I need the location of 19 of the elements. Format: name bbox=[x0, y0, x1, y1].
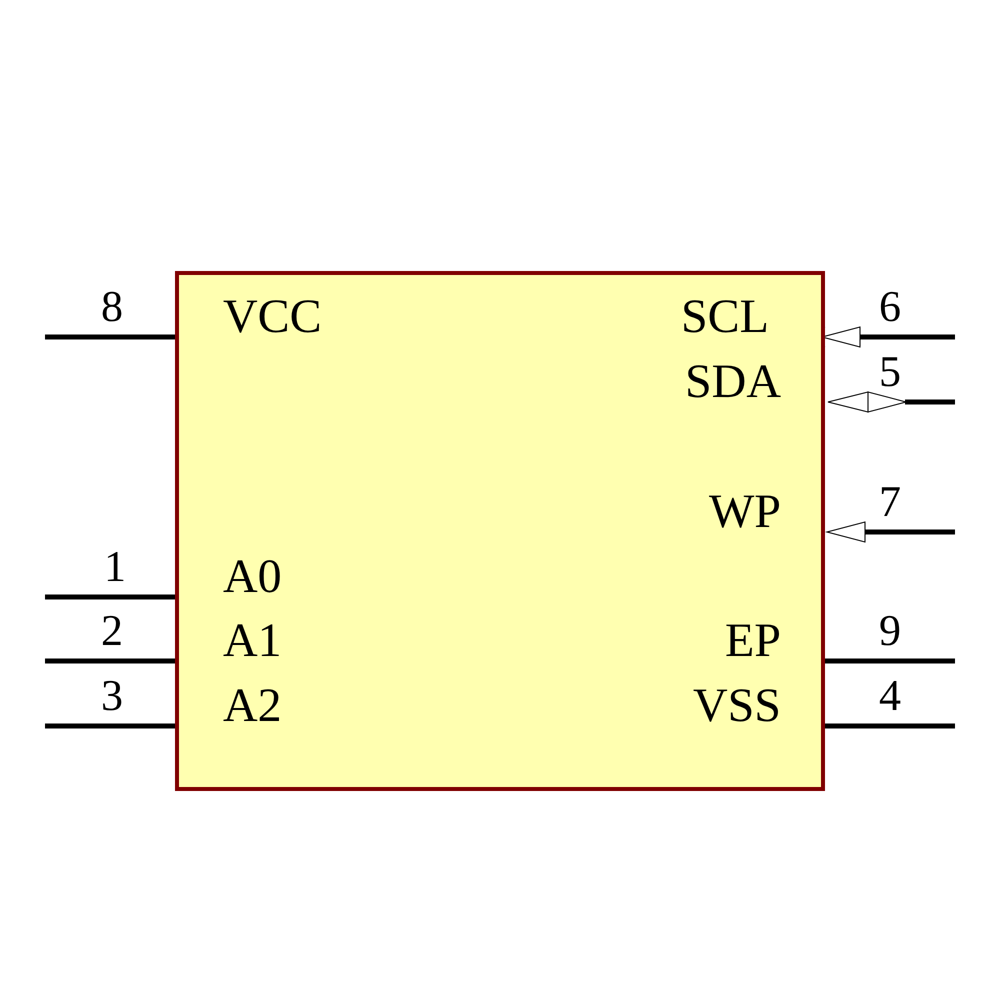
pin-name: VCC bbox=[223, 293, 322, 341]
chip-body bbox=[175, 271, 825, 791]
pin-name: A2 bbox=[223, 682, 282, 730]
pin-name: SCL bbox=[680, 293, 769, 341]
pin-number: 5 bbox=[879, 350, 901, 394]
pin-name: VSS bbox=[692, 682, 781, 730]
pin-name: A0 bbox=[223, 553, 282, 601]
pin-number: 9 bbox=[879, 609, 901, 653]
pin-name: SDA bbox=[684, 358, 781, 406]
pin-number: 3 bbox=[101, 674, 123, 718]
pin-number: 4 bbox=[879, 674, 901, 718]
pin-number: 8 bbox=[101, 285, 123, 329]
pin-number: 1 bbox=[104, 545, 126, 589]
pin-name: EP bbox=[724, 617, 781, 665]
pin-number: 6 bbox=[879, 285, 901, 329]
pin-name: WP bbox=[709, 488, 781, 536]
pin-number: 7 bbox=[879, 480, 901, 524]
pin-number: 2 bbox=[101, 609, 123, 653]
pin-name: A1 bbox=[223, 617, 282, 665]
